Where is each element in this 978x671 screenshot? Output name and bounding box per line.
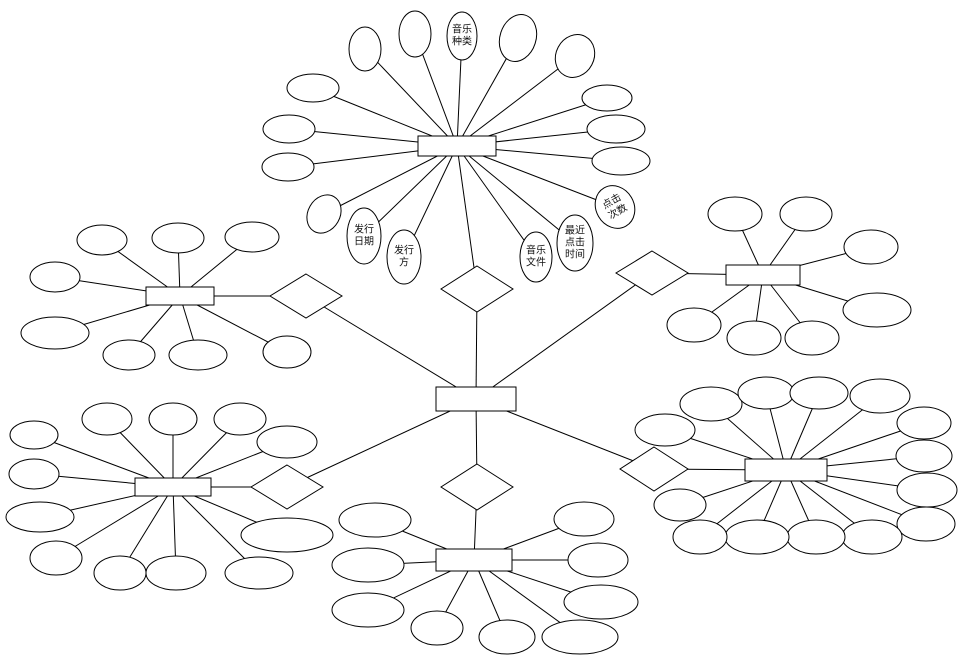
connector-line [456,55,576,147]
attribute-user [842,292,912,328]
attribute-music-info: 音乐文件 [519,231,553,283]
attribute-ranking [679,386,743,422]
attribute-ranking [634,413,696,447]
attribute-favorites [224,221,280,253]
attribute-news [29,540,83,576]
connector-line [475,272,653,400]
attribute-music-info [554,34,596,78]
attribute-news [213,402,267,436]
attribute-forum [567,542,629,578]
attribute-music-info: 点击次数 [594,185,636,229]
attribute-music-info [498,14,538,62]
attribute-music-info [398,10,432,58]
attribute-news [93,555,147,591]
connector-line [323,145,458,215]
attribute-forum [478,619,536,655]
attribute-favorites [168,339,228,371]
attribute-music-info-label: 最近点击时间 [565,224,585,261]
attribute-user [726,320,782,356]
attribute-music-info-label: 发行方 [394,244,414,269]
attribute-ranking [672,519,728,555]
attribute-music-info: 音乐种类 [446,11,478,61]
attribute-ranking [789,376,849,410]
attribute-news [5,501,75,533]
relationship-diamond[interactable] [440,463,514,511]
relationship-diamond[interactable] [619,446,689,492]
attribute-news [8,458,60,490]
attribute-forum [553,501,615,537]
connector-line [364,48,458,147]
attribute-forum [331,547,405,583]
attribute-music-info-label: 发行日期 [354,223,374,248]
attribute-user [784,320,840,356]
attribute-music-info: 发行方 [386,229,422,285]
attribute-user [779,196,833,232]
connector-line [305,295,477,400]
connector-line [456,145,478,290]
attribute-favorites [76,224,128,256]
entity-forum[interactable] [435,548,513,572]
relationship-diamond[interactable] [269,273,343,319]
entity-admin-info[interactable] [435,386,517,412]
attribute-music-info [262,114,316,144]
attribute-ranking [786,519,846,555]
attribute-music-info-label: 音乐种类 [452,23,472,48]
attribute-ranking [849,378,911,414]
connector-line [286,398,477,488]
attribute-music-info [286,73,340,103]
attribute-news [224,556,294,590]
attribute-ranking [737,376,795,410]
relationship-diamond[interactable] [440,265,514,313]
attribute-news [240,517,334,553]
attribute-news [81,402,133,436]
attribute-ranking [896,406,952,440]
attribute-music-info: 最近点击时间 [556,214,594,272]
attribute-user [843,229,899,265]
attribute-music-info: 发行日期 [346,207,382,265]
attribute-music-info [261,152,315,182]
connector-line [363,145,458,237]
relationship-diamond[interactable] [615,250,689,296]
attribute-music-info [581,84,633,112]
attribute-favorites [262,335,312,369]
attribute-forum [331,592,405,628]
attribute-ranking [896,472,958,508]
attribute-news [145,555,207,591]
attribute-music-info [591,146,651,176]
attribute-favorites [151,222,205,254]
attribute-favorites [29,261,81,293]
attribute-music-info [586,114,646,144]
attribute-forum [563,584,639,620]
entity-user[interactable] [725,264,801,286]
attribute-user [707,196,763,232]
attribute-favorites [102,339,156,371]
entity-favorites[interactable] [145,286,215,306]
attribute-favorites [20,316,90,350]
connector-line [456,145,537,258]
attribute-ranking [724,519,790,555]
entity-news[interactable] [134,477,212,497]
attribute-music-info [306,194,342,234]
entity-music-info[interactable] [417,135,497,157]
attribute-forum [338,502,412,538]
attribute-forum [410,610,464,646]
attribute-ranking [841,519,903,555]
attribute-news [9,420,59,450]
attribute-ranking [895,439,953,473]
attribute-ranking [896,506,956,542]
attribute-forum [541,619,619,655]
attribute-music-info [348,26,382,72]
connector-line [456,145,576,244]
attribute-user [666,307,722,343]
attribute-music-info-label: 音乐文件 [526,244,546,269]
relationship-diamond[interactable] [250,464,324,510]
entity-ranking[interactable] [744,458,828,482]
attribute-news [148,402,198,436]
attribute-news [256,425,318,459]
attribute-ranking [653,488,707,522]
